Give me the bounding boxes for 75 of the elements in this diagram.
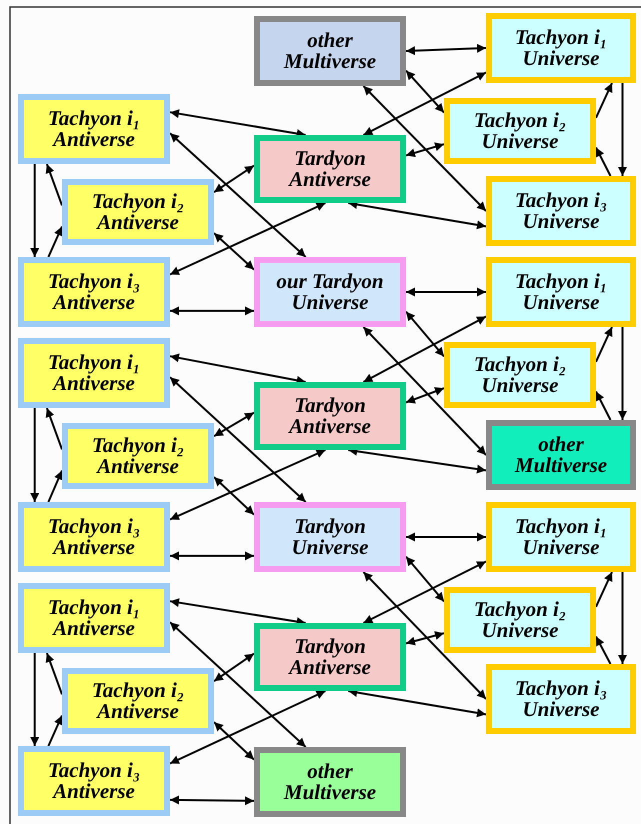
double-arrow: [214, 412, 254, 438]
node-box: other Multiverse: [486, 420, 636, 490]
double-arrow: [170, 796, 254, 806]
double-arrow: [170, 306, 254, 316]
double-arrow: [406, 44, 486, 56]
double-arrow: [170, 353, 306, 385]
double-arrow: [405, 70, 445, 114]
node-box: Tachyon i₂ Universe: [444, 98, 596, 164]
double-arrow: [406, 142, 444, 158]
double-arrow: [406, 532, 486, 542]
node-box: other Multiverse: [254, 16, 406, 86]
node-box: Tachyon i₁ Antiverse: [18, 94, 170, 164]
double-arrow: [213, 476, 255, 516]
arrow: [47, 226, 63, 258]
node-box: Tardyon Universe: [254, 502, 406, 572]
arrow: [595, 82, 613, 118]
arrow: [595, 147, 612, 176]
node-box: Tachyon i₂ Antiverse: [62, 668, 214, 734]
node-box: Tachyon i₂ Antiverse: [62, 423, 214, 489]
arrow: [30, 164, 40, 257]
double-arrow: [363, 560, 486, 624]
double-arrow: [362, 571, 487, 700]
arrow: [30, 408, 40, 502]
double-arrow: [170, 109, 306, 138]
node-box: Tachyon i₃ Antiverse: [18, 257, 170, 327]
double-arrow: [170, 690, 326, 764]
node-box: Tachyon i₃ Antiverse: [18, 502, 170, 572]
node-box: Tachyon i₁ Universe: [486, 257, 636, 327]
node-box: other Multiverse: [254, 747, 406, 817]
double-arrow: [362, 326, 487, 456]
double-arrow: [213, 164, 255, 194]
arrow: [46, 164, 63, 206]
arrow: [47, 470, 63, 502]
arrow: [618, 83, 627, 176]
double-arrow: [362, 316, 486, 383]
arrow: [47, 715, 63, 746]
double-arrow: [406, 387, 444, 404]
node-box: Tachyon i₁ Universe: [486, 502, 636, 572]
arrow: [618, 327, 627, 420]
node-box: Tachyon i₁ Universe: [486, 13, 636, 83]
arrow: [46, 652, 63, 695]
node-box: Tachyon i₁ Antiverse: [18, 338, 170, 408]
arrow: [618, 572, 627, 664]
node-box: Tachyon i₂ Universe: [444, 342, 596, 408]
arrow: [595, 326, 613, 362]
node-box: our Tardyon Universe: [254, 257, 406, 327]
double-arrow: [170, 202, 326, 276]
arrow: [46, 408, 63, 450]
node-box: Tachyon i₃ Antiverse: [18, 746, 170, 816]
double-arrow: [406, 288, 486, 296]
arrow: [595, 572, 613, 608]
arrow: [595, 391, 612, 420]
arrow: [30, 653, 40, 746]
double-arrow: [213, 232, 255, 270]
node-box: Tardyon Antiverse: [254, 382, 406, 450]
node-box: Tachyon i₃ Universe: [486, 664, 636, 734]
node-box: Tachyon i₂ Universe: [444, 587, 596, 653]
arrow: [595, 636, 612, 664]
double-arrow: [170, 449, 326, 520]
node-box: Tachyon i₂ Antiverse: [62, 179, 214, 245]
double-arrow: [169, 376, 306, 503]
double-arrow: [169, 132, 306, 258]
double-arrow: [169, 621, 306, 748]
double-arrow: [362, 72, 486, 136]
double-arrow: [406, 631, 444, 646]
node-box: Tachyon i₃ Universe: [486, 176, 636, 246]
double-arrow: [170, 551, 254, 560]
double-arrow: [213, 652, 255, 682]
double-arrow: [405, 310, 445, 358]
node-box: Tardyon Antiverse: [254, 135, 406, 203]
double-arrow: [362, 85, 487, 212]
node-box: Tardyon Antiverse: [254, 623, 406, 691]
double-arrow: [405, 556, 445, 602]
node-box: Tachyon i₁ Antiverse: [18, 583, 170, 653]
double-arrow: [213, 721, 255, 760]
